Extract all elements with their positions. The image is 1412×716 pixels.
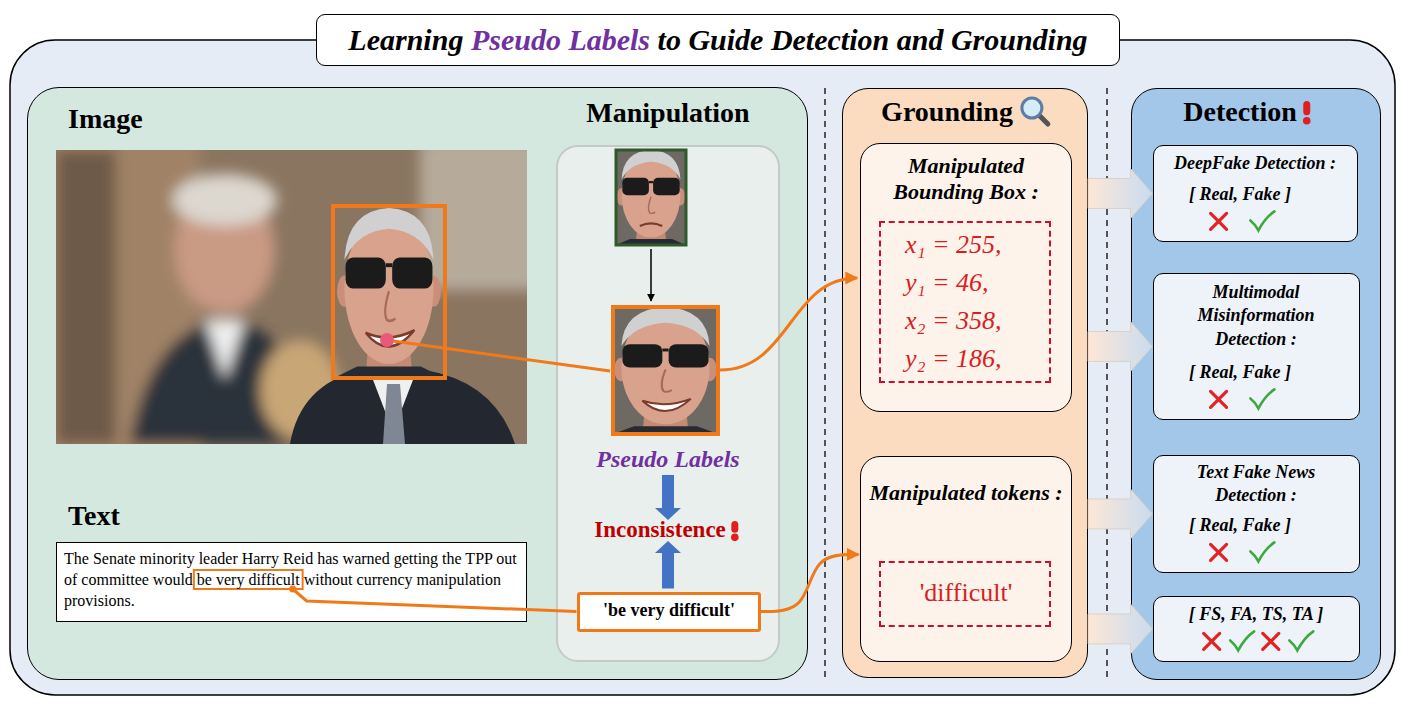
panel-heading: Image bbox=[68, 103, 143, 135]
drawing-part bbox=[56, 150, 116, 444]
title-word: Grounding bbox=[951, 23, 1088, 56]
cross-mark bbox=[1211, 544, 1227, 560]
task-classes: [ Real, Fake ] bbox=[1189, 183, 1291, 206]
manipulated-region bbox=[333, 206, 445, 378]
check-mark bbox=[1250, 389, 1274, 408]
title-word: Learning bbox=[348, 23, 471, 56]
token-text: 'difficult' bbox=[920, 578, 1013, 608]
coordinate: y₁ = 46, bbox=[905, 268, 989, 298]
block-arrow bbox=[1088, 168, 1153, 218]
grounding-arrow bbox=[720, 278, 857, 370]
panel-heading: Text bbox=[68, 500, 120, 532]
task-box: DeepFake Detection : [ Real, Fake ] bbox=[1153, 145, 1358, 243]
drawing-part bbox=[613, 307, 718, 434]
drawing-part bbox=[205, 320, 245, 380]
coordinate: x₁ = 255, bbox=[905, 230, 1002, 260]
title-box: Learning Pseudo Labels to Guide Detectio… bbox=[316, 14, 1120, 66]
flow-arrow bbox=[655, 541, 681, 589]
coordinate: y₂ = 186, bbox=[905, 344, 1002, 374]
text-box: The Senate minority leader Harry Reid ha… bbox=[56, 542, 527, 622]
original-face-frame bbox=[616, 150, 686, 245]
exclamation-mark bbox=[1303, 117, 1311, 125]
check-mark bbox=[1250, 211, 1274, 230]
check-mark bbox=[1289, 631, 1313, 650]
cross-mark bbox=[1211, 213, 1227, 229]
task-name: DeepFake Detection : bbox=[1174, 152, 1336, 175]
panel-heading: Manipulation bbox=[586, 97, 749, 129]
drawing-part bbox=[383, 384, 405, 444]
title-word: Guide bbox=[688, 23, 771, 56]
token-value: 'difficult' bbox=[879, 561, 1051, 627]
magnifier-icon bbox=[1039, 115, 1048, 124]
leader-line bbox=[393, 341, 610, 371]
original-face bbox=[616, 150, 686, 245]
title-word: and bbox=[897, 23, 951, 56]
detection-panel: DeepFake Detection :[ Real, Fake ]Multim… bbox=[1131, 88, 1381, 680]
swapped-face-frame bbox=[613, 307, 718, 434]
title-word: Pseudo bbox=[471, 23, 569, 56]
task-box: [ FS, FA, TS, TA ] bbox=[1153, 596, 1360, 663]
separator-line bbox=[824, 88, 826, 680]
connector-line bbox=[761, 554, 859, 611]
tokens-box: 'difficult' Manipulated tokens : bbox=[860, 456, 1072, 662]
bbox-box: x₁ = 255, y₁ = 46, x₂ = 358, y₂ = 186, Manip… bbox=[860, 143, 1072, 412]
phrase-text: 'be very difficult' bbox=[603, 600, 735, 621]
separator-line bbox=[1106, 88, 1108, 680]
task-classes: [ Real, Fake ] bbox=[1189, 361, 1291, 384]
task-name: Multimodal Misinformation Detection : bbox=[1176, 281, 1336, 351]
drawing-part bbox=[616, 150, 686, 245]
outer-panel bbox=[10, 40, 1395, 695]
task-box: Multimodal Misinformation Detection : [ R… bbox=[1153, 273, 1360, 421]
title-word: Labels bbox=[568, 23, 657, 56]
bbox-values: x₁ = 255, y₁ = 46, x₂ = 358, y₂ = 186, bbox=[879, 221, 1051, 383]
phrase-highlight bbox=[194, 570, 303, 589]
task-name: Text Fake News Detection : bbox=[1171, 461, 1341, 508]
title-word: Detection bbox=[771, 23, 897, 56]
news-text: The Senate minority leader Harry Reid ha… bbox=[64, 548, 519, 611]
box-heading: Manipulated tokens : bbox=[869, 480, 1062, 506]
region-dot bbox=[380, 333, 394, 347]
swap-arrow bbox=[650, 249, 652, 301]
grounding-panel: x₁ = 255, y₁ = 46, x₂ = 358, y₂ = 186, Manip… bbox=[842, 88, 1088, 678]
title-word: to bbox=[658, 23, 689, 56]
task-classes: [ FS, FA, TS, TA ] bbox=[1189, 603, 1323, 626]
block-arrow bbox=[1088, 321, 1153, 371]
cross-mark bbox=[1204, 633, 1220, 649]
magnifier-icon bbox=[1022, 98, 1042, 118]
exclamation-mark bbox=[731, 534, 739, 542]
check-mark bbox=[1230, 631, 1254, 650]
drawing-part bbox=[616, 150, 686, 245]
drawing-part bbox=[336, 208, 442, 377]
drawing-part bbox=[642, 399, 690, 411]
drawing-part bbox=[290, 370, 515, 444]
block-arrow bbox=[1088, 489, 1153, 539]
drawing-part bbox=[173, 174, 277, 226]
block-arrow bbox=[1088, 604, 1153, 654]
diagram-title: Learning Pseudo Labels to Guide Detectio… bbox=[348, 23, 1087, 57]
panel-heading: Grounding bbox=[881, 96, 1013, 128]
panel-heading: Detection bbox=[1183, 96, 1297, 128]
swapped-face bbox=[613, 307, 718, 434]
coordinate: x₂ = 358, bbox=[905, 306, 1002, 336]
drawing-part bbox=[56, 150, 527, 444]
flow-arrow bbox=[655, 475, 681, 520]
drawing-part bbox=[613, 307, 718, 434]
drawing-part bbox=[420, 150, 527, 290]
inconsistence-label: Inconsistence bbox=[594, 517, 726, 543]
box-heading: Manipulated Bounding Box : bbox=[868, 153, 1064, 206]
connector-line bbox=[293, 589, 577, 612]
phrase-box: 'be very difficult' bbox=[577, 592, 761, 632]
pseudo-label: Pseudo Labels bbox=[596, 446, 739, 473]
cross-mark bbox=[1263, 633, 1279, 649]
exclamation-mark bbox=[731, 521, 738, 533]
cross-mark bbox=[1211, 391, 1227, 407]
task-classes: [ Real, Fake ] bbox=[1189, 514, 1291, 537]
news-photo bbox=[56, 150, 527, 444]
edge-dot bbox=[289, 586, 296, 593]
check-mark bbox=[1250, 542, 1274, 561]
exclamation-mark bbox=[1303, 101, 1310, 115]
drawing-part bbox=[640, 223, 662, 226]
